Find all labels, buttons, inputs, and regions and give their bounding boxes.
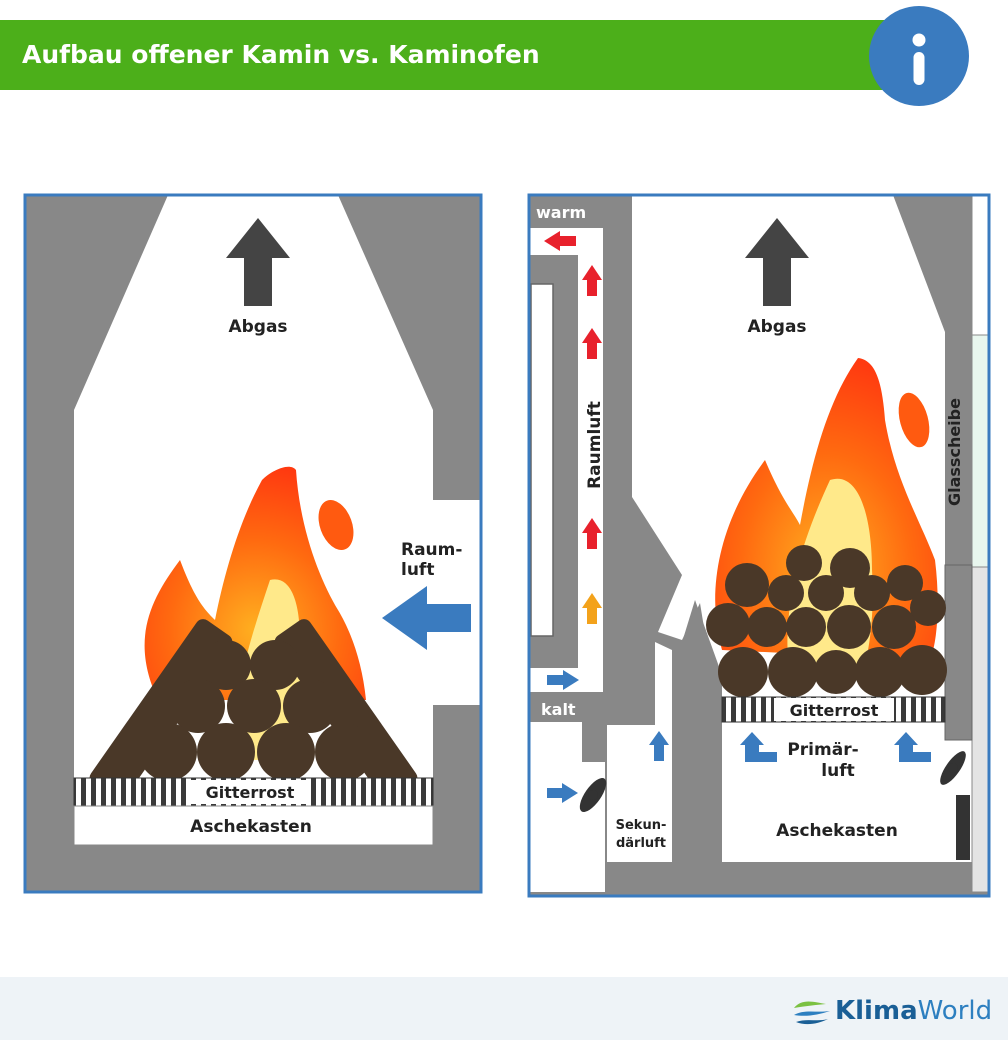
door-frame (944, 564, 973, 741)
exhaust-arrow (226, 218, 290, 306)
secondary-air-label-1: Sekun- (616, 818, 667, 833)
primary-air-label-1: Primär- (787, 740, 858, 760)
stove: warm kalt Raumluft Abgas Glasscheibe (527, 193, 991, 898)
warm-outlet-arrow (544, 231, 576, 251)
room-air-label-2: luft (401, 560, 434, 580)
stove-ash-box-label: Aschekasten (776, 821, 898, 841)
warm-rising-arrows (582, 265, 602, 549)
primary-air-arrows (740, 732, 931, 762)
stove-grate-label-bg (774, 698, 894, 721)
secondary-air-label-2: därluft (616, 836, 666, 851)
secondary-air-channel (607, 642, 672, 862)
logo-text-klima: Klima (835, 996, 918, 1026)
stove-grate-label: Gitterrost (790, 701, 879, 720)
door-handle (956, 795, 970, 860)
ash-box-label: Aschekasten (190, 817, 312, 837)
primary-air-flap-icon (940, 751, 966, 785)
secondary-air-intake-arrow (547, 783, 578, 803)
glass-label: Glasscheibe (945, 398, 964, 506)
slanted-log-left (89, 619, 233, 801)
divider-wedge (672, 600, 722, 862)
stove-flame-spark (898, 392, 930, 448)
klimaworld-logo[interactable] (792, 993, 992, 1033)
primary-air-label-2: luft (821, 761, 854, 781)
logo-text-world: World (917, 996, 993, 1026)
ash-box (73, 805, 434, 846)
room-air-label-1: Raum- (401, 540, 462, 560)
glass-lower (971, 566, 990, 893)
glass-upper (971, 194, 990, 336)
warm-label: warm (536, 203, 586, 222)
grate-label-bg (190, 780, 310, 804)
cold-label: kalt (541, 700, 576, 719)
frame-left (23, 193, 483, 894)
convection-channel (530, 228, 603, 692)
page-title: Aufbau offener Kamin vs. Kaminofen (22, 40, 540, 69)
exhaust-label-stove: Abgas (747, 317, 806, 337)
exhaust-arrow-stove (745, 218, 809, 306)
logo-wordmark: KlimaWorld (835, 996, 992, 1026)
grate-label: Gitterrost (206, 783, 295, 802)
logo-wave-icon (794, 1001, 830, 1025)
inner-panel (530, 283, 554, 637)
flame-spark (318, 499, 354, 551)
secondary-air-flap-icon (579, 777, 607, 813)
room-air-channel-label: Raumluft (585, 401, 605, 489)
slanted-log-right (274, 619, 418, 801)
footer (0, 977, 1008, 1040)
frame-right (527, 193, 991, 898)
info-icon[interactable] (869, 6, 969, 106)
stove-log-pile (706, 545, 947, 697)
header-bar (0, 20, 900, 90)
exhaust-label: Abgas (228, 317, 287, 337)
secondary-air-inlet (530, 722, 605, 892)
cold-intake-arrow (547, 670, 579, 690)
secondary-air-up-arrow (649, 731, 669, 761)
glass-pane (971, 334, 990, 568)
log-pile (139, 640, 373, 781)
room-air-arrow (382, 586, 471, 650)
rising-air-arrow-orange (582, 593, 602, 624)
open-fireplace: Abgas Raum- luft Gitterrost Aschekasten (23, 193, 483, 894)
